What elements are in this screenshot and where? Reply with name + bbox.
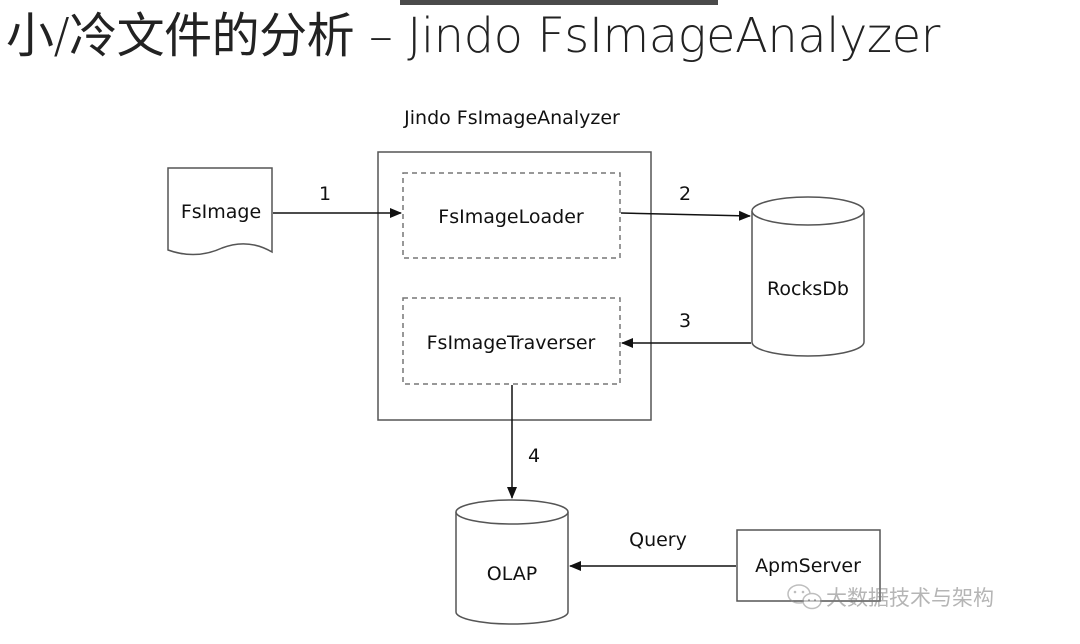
container-label: Jindo FsImageAnalyzer (403, 107, 620, 129)
olap-label: OLAP (487, 563, 537, 585)
top-edge-bar (400, 0, 718, 5)
fsimage-label: FsImage (181, 201, 261, 223)
edge-2-arrow (620, 210, 751, 221)
watermark: 大数据技术与架构 (787, 584, 994, 610)
query-label: Query (629, 529, 687, 551)
fsimage-traverser-box (402, 297, 621, 385)
watermark-text: 大数据技术与架构 (826, 586, 994, 610)
analyzer-container (377, 151, 652, 421)
apmserver-label: ApmServer (755, 555, 861, 577)
edge-3-label: 3 (679, 310, 691, 332)
edge-4-label: 4 (528, 445, 540, 467)
wechat-icon (787, 584, 822, 610)
fsimage-loader-box (402, 172, 621, 259)
rocksdb-cylinder (751, 196, 865, 357)
fsimage-document-shape (167, 167, 273, 256)
slide-title: 小/冷文件的分析 – Jindo FsImageAnalyzer (6, 8, 940, 64)
rocksdb-label: RocksDb (767, 278, 849, 300)
olap-cylinder (455, 499, 569, 625)
edge-1-label: 1 (319, 183, 331, 205)
edge-2-label: 2 (679, 183, 691, 205)
fsimage-loader-label: FsImageLoader (438, 206, 584, 228)
fsimage-traverser-label: FsImageTraverser (427, 332, 596, 354)
